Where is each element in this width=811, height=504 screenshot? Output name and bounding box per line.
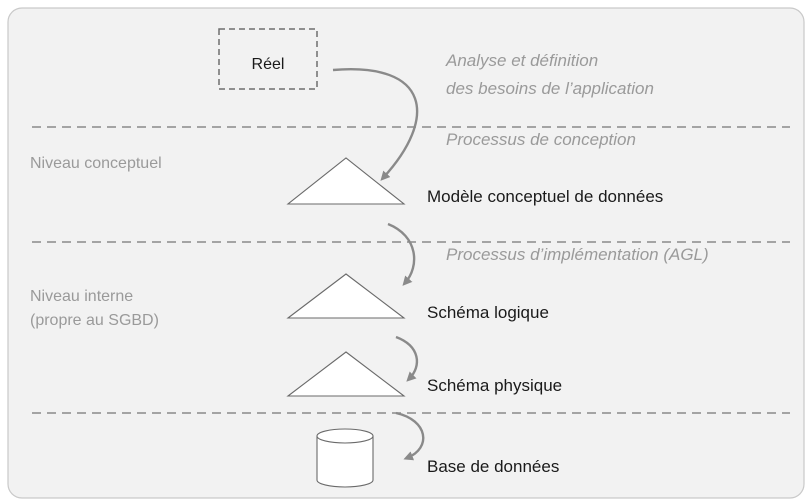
logical-schema-label: Schéma logique	[427, 303, 549, 322]
logical-schema-triangle	[286, 273, 406, 319]
arrow-real-to-conceptual	[332, 68, 419, 181]
analysis-process-label-line1: Analyse et définition	[445, 51, 598, 70]
database-label: Base de données	[427, 457, 559, 476]
internal-level-label-line2: (propre au SGBD)	[30, 312, 159, 329]
design-process-label: Processus de conception	[446, 130, 636, 149]
conceptual-model-triangle	[286, 157, 406, 205]
physical-schema-triangle	[286, 351, 406, 397]
arrow-conceptual-to-logical	[387, 222, 416, 286]
conceptual-model-label: Modèle conceptuel de données	[427, 187, 663, 206]
physical-schema-label: Schéma physique	[427, 376, 562, 395]
diagram-panel	[7, 7, 805, 499]
database-cylinder-icon	[316, 428, 374, 488]
conceptual-level-label: Niveau conceptuel	[30, 155, 162, 172]
arrow-logical-to-physical	[395, 335, 419, 382]
real-world-box	[218, 28, 318, 90]
analysis-process-label-line2: des besoins de l’application	[446, 79, 654, 98]
arrow-physical-to-database	[395, 411, 425, 461]
real-world-label: Réel	[252, 56, 285, 73]
implementation-process-label: Processus d’implémentation (AGL)	[446, 245, 709, 264]
internal-level-label-line1: Niveau interne	[30, 288, 133, 305]
